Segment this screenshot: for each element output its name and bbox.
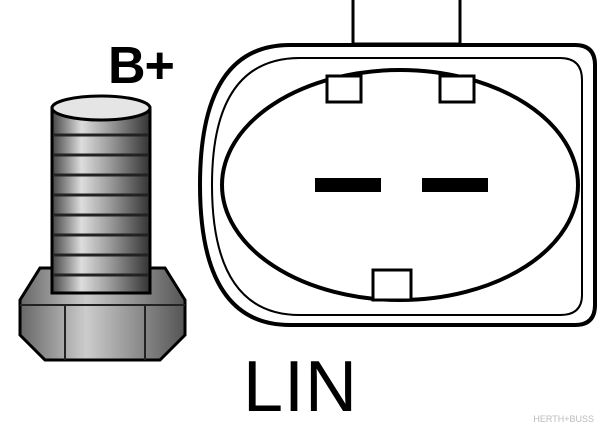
connector-housing (197, 0, 597, 327)
threaded-bolt (50, 94, 152, 295)
watermark: HERTH+BUSS (533, 414, 594, 424)
b-plus-label: B+ (108, 37, 175, 95)
lin-label: LIN (243, 347, 359, 427)
